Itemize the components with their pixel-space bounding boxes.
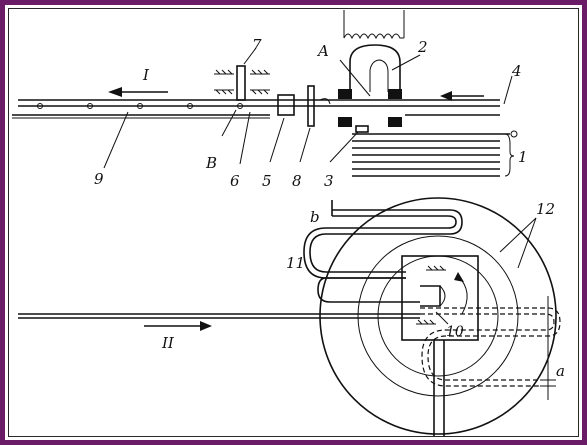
roller: [137, 103, 143, 109]
hairpin-rod-outer: [309, 209, 463, 273]
disc-8: [307, 85, 315, 127]
brace: [504, 133, 515, 177]
holder-guides: [214, 73, 270, 91]
turntable-inner: [377, 255, 499, 377]
inductor-block-left-lower: [338, 117, 352, 127]
label-arrow-I: I: [142, 66, 150, 84]
leader-B: [221, 109, 237, 137]
turntable-middle: [357, 235, 519, 397]
label-6: 6: [230, 172, 240, 190]
label-4: 4: [511, 62, 522, 80]
leader-12b: [517, 217, 537, 269]
rotation-arrowhead: [454, 272, 464, 282]
inductor-block-right: [388, 89, 402, 99]
machine-diagram: I 7 A 2 4 1 9 B 6 5 8 3 b 12 11 II 10 a: [12, 10, 565, 436]
label-arrow-II: II: [161, 334, 175, 352]
leader-9: [103, 111, 129, 169]
label-3: 3: [324, 172, 334, 190]
rod-stack: [352, 133, 510, 177]
rod-end-marker: [510, 130, 518, 138]
label-1: 1: [518, 148, 528, 166]
label-7: 7: [252, 36, 262, 54]
pusher-3: [355, 125, 369, 133]
roller: [187, 103, 193, 109]
label-10: 10: [446, 324, 464, 340]
label-5: 5: [262, 172, 272, 190]
roller: [87, 103, 93, 109]
leader-3: [329, 131, 359, 163]
disc-arc: [319, 98, 331, 105]
upper-assembly: [12, 10, 518, 177]
clamp-jaw-arc: [439, 285, 446, 307]
label-a: a: [556, 362, 565, 380]
arrow-II: [144, 321, 212, 331]
leader-5: [269, 117, 285, 163]
hatch-marks: [215, 89, 269, 95]
leader-12a: [499, 217, 537, 253]
arrow-feed-right: [440, 91, 484, 101]
roller: [237, 103, 243, 109]
label-B: B: [205, 154, 217, 172]
label-12: 12: [536, 200, 555, 218]
coil-winding: [343, 10, 405, 40]
hairpin-dashed: [420, 307, 561, 381]
label-2: 2: [417, 38, 428, 56]
hairpin-rod-return: [317, 277, 420, 303]
roller: [37, 103, 43, 109]
block-5: [277, 94, 295, 116]
label-b: b: [310, 208, 320, 226]
leader-7: [243, 47, 257, 65]
label-11: 11: [286, 254, 305, 272]
leader-2: [391, 54, 421, 71]
clamp-10: [401, 255, 479, 341]
arrow-I: [108, 87, 168, 97]
holder-7: [236, 65, 246, 101]
clamp-jaw: [420, 285, 441, 307]
clamp-hatch-bottom: [416, 319, 436, 325]
lower-assembly: [18, 197, 561, 436]
inductor-loop: [349, 44, 401, 92]
inductor-inner-loop: [369, 59, 389, 92]
label-8: 8: [292, 172, 302, 190]
leader-10: [435, 311, 449, 325]
clamp-hatch-top: [426, 265, 446, 271]
leader-4: [503, 75, 513, 105]
hairpin-dashed-inner: [420, 313, 555, 387]
hairpin-rod-inner: [303, 215, 457, 279]
turntable-outer: [319, 197, 557, 435]
label-9: 9: [94, 170, 104, 188]
labels: I 7 A 2 4 1 9 B 6 5 8 3 b 12 11 II 10 a: [94, 36, 565, 380]
label-A: A: [316, 42, 329, 60]
leader-A: [339, 59, 371, 97]
inductor-block-left: [338, 89, 352, 99]
inductor-block-right-lower: [388, 117, 402, 127]
leader-8: [299, 127, 311, 163]
hatch-marks: [215, 69, 269, 75]
leader-6: [239, 111, 251, 165]
figure-canvas: I 7 A 2 4 1 9 B 6 5 8 3 b 12 11 II 10 a: [8, 8, 579, 437]
